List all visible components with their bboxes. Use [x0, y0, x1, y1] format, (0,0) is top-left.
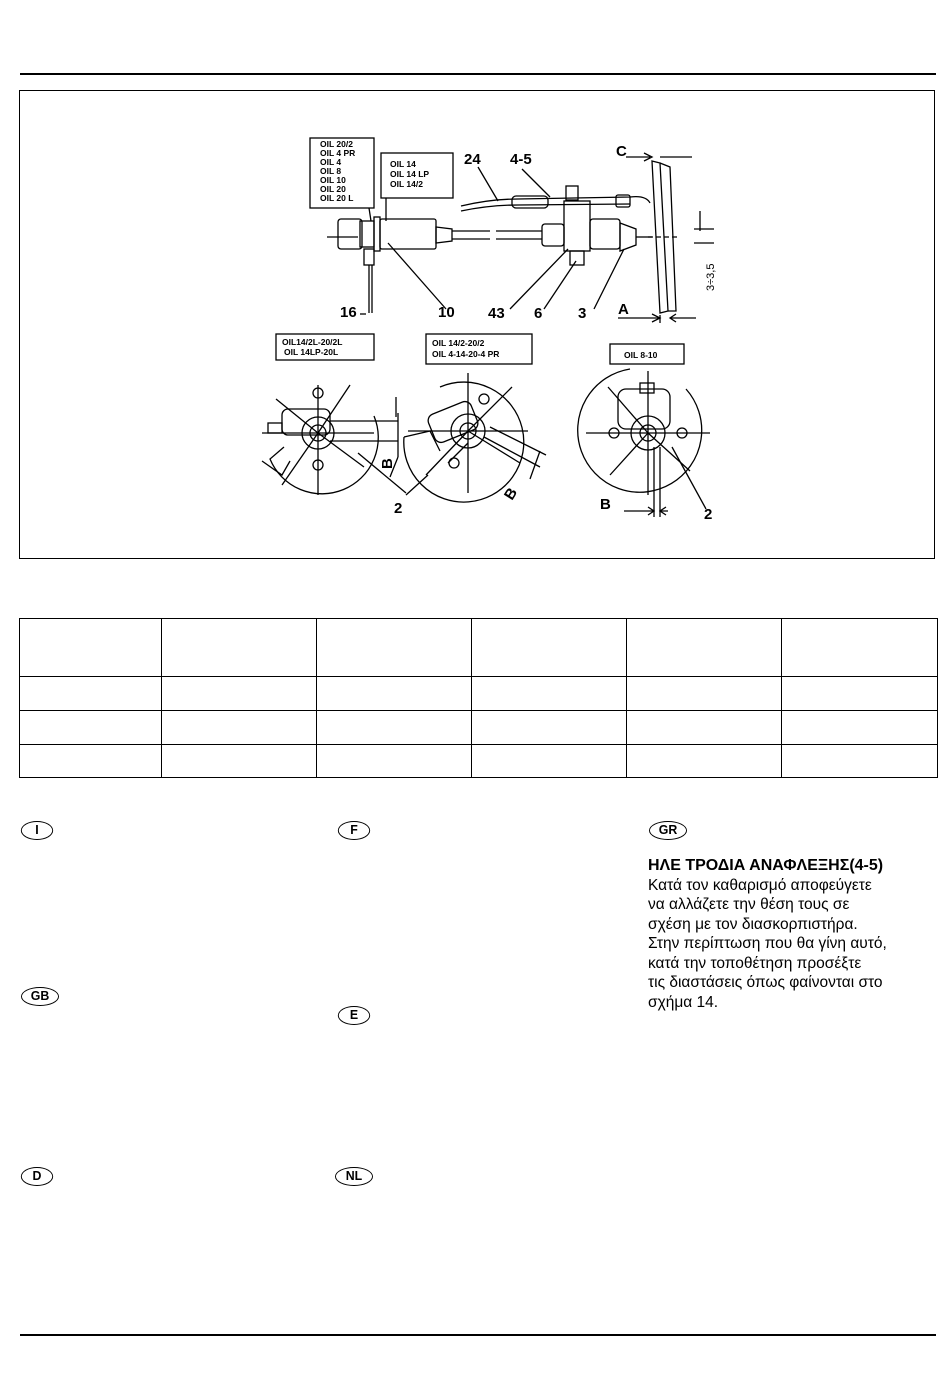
table-row	[19, 744, 938, 778]
label-a-line: OIL 4 PR	[320, 148, 355, 158]
language-badge-gr: GR	[649, 821, 687, 840]
table-row	[19, 618, 938, 677]
table-cell	[626, 676, 782, 711]
table-cell	[471, 744, 627, 778]
callout-6: 6	[534, 305, 542, 322]
table-cell	[19, 710, 162, 745]
disc-left-label: OIL14/2L-20/2L	[282, 337, 342, 347]
label-a-line: OIL 20 L	[320, 193, 353, 203]
label-a-line: OIL 20/2	[320, 139, 353, 149]
dimension-3-3-5: 3÷3,5	[705, 264, 717, 291]
greek-text-line: τις διαστάσεις όπως φαίνονται στο	[648, 974, 883, 991]
label-b-line: OIL 14/2	[390, 179, 423, 189]
label-a-line: OIL 8	[320, 166, 341, 176]
table-cell	[161, 710, 317, 745]
table-cell	[316, 744, 472, 778]
label-b-line: OIL 14	[390, 159, 416, 169]
table-cell	[781, 676, 938, 711]
language-badge-gb: GB	[21, 987, 59, 1006]
table-cell	[161, 676, 317, 711]
language-badge-es: E	[337, 1006, 371, 1025]
greek-text-line: Στην περίπτωση που θα γίνη αυτό,	[648, 935, 887, 952]
table-cell	[626, 744, 782, 778]
table-cell	[316, 710, 472, 745]
table-cell	[781, 744, 938, 778]
greek-text-line: Κατά τον καθαρισμό αποφεύγετε	[648, 876, 872, 894]
disc-right-drawing	[577, 343, 710, 517]
table-cell	[626, 710, 782, 745]
table-cell	[19, 676, 162, 711]
label-a-line: OIL 20	[320, 184, 346, 194]
table-cell	[626, 618, 782, 677]
greek-body: Κατά τον καθαρισμό αποφεύγετε να αλλάζετε…	[648, 876, 940, 1013]
table-cell	[316, 618, 472, 677]
callout-10: 10	[438, 304, 455, 321]
disc-middle-drawing	[403, 333, 547, 503]
greek-text-line: σχέση με τον διασκορπιστήρα.	[648, 915, 858, 933]
disc-left-label: OIL 14LP-20L	[284, 347, 338, 357]
callout-24: 24	[464, 151, 481, 168]
callout-16: 16	[340, 304, 357, 321]
table-cell	[19, 618, 162, 677]
dimension-b-left: B	[379, 458, 396, 469]
table-cell	[781, 618, 938, 677]
language-badge-nl: NL	[335, 1167, 373, 1186]
disc-middle-label: OIL 14/2-20/2	[432, 338, 485, 348]
dimension-a: A	[618, 301, 629, 318]
language-badge-fr: F	[337, 821, 371, 840]
callout-4-5: 4-5	[510, 151, 532, 168]
label-box-a	[309, 137, 375, 209]
language-badge-de: D	[20, 1167, 54, 1186]
dimension-b-middle: B	[501, 485, 521, 503]
callout-3: 3	[578, 305, 586, 322]
table-cell	[19, 744, 162, 778]
disc-left-drawing	[261, 333, 407, 495]
nozzle-assembly-drawing	[309, 137, 714, 323]
callout-43: 43	[488, 305, 505, 322]
callout-2-right: 2	[704, 506, 712, 523]
dimension-c: C	[616, 143, 627, 160]
figure-frame: OIL 20/2 OIL 4 PR OIL 4 OIL 8 OIL 10 OIL…	[19, 90, 935, 559]
table-cell	[161, 744, 317, 778]
greek-text-line: να αλλάζετε την θέση τους σε	[648, 896, 850, 913]
table-cell	[316, 676, 472, 711]
label-a-line: OIL 10	[320, 175, 346, 185]
disc-middle-label: OIL 4-14-20-4 PR	[432, 349, 499, 359]
label-box-b-texts: OIL 14 OIL 14 LP OIL 14/2	[390, 159, 429, 189]
table-cell	[471, 676, 627, 711]
disc-right-label: OIL 8-10	[624, 350, 658, 360]
greek-instructions: ΗΛΕ ΤΡΟΔΙΑ ΑΝΑΦΛΕΞΗΣ(4-5) Κατά τον καθαρ…	[648, 856, 940, 1012]
greek-text-line: σχήμα 14.	[648, 993, 719, 1011]
table-row	[19, 676, 938, 711]
bottom-rule	[20, 1334, 936, 1336]
label-box-b	[380, 152, 454, 199]
callout-2-left: 2	[394, 500, 402, 517]
table-cell	[471, 710, 627, 745]
top-rule	[20, 73, 936, 75]
table-cell	[781, 710, 938, 745]
table-row	[19, 710, 938, 745]
language-badge-it: I	[20, 821, 54, 840]
label-b-line: OIL 14 LP	[390, 169, 429, 179]
electrode-dimension-table	[19, 618, 938, 778]
greek-heading: ΗΛΕ ΤΡΟΔΙΑ ΑΝΑΦΛΕΞΗΣ(4-5)	[648, 857, 884, 874]
label-box-a-texts: OIL 20/2 OIL 4 PR OIL 4 OIL 8 OIL 10 OIL…	[320, 139, 355, 203]
burner-electrode-diagram: OIL 20/2 OIL 4 PR OIL 4 OIL 8 OIL 10 OIL…	[261, 137, 717, 523]
table-cell	[161, 618, 317, 677]
label-a-line: OIL 4	[320, 157, 341, 167]
greek-text-line: κατά την τοποθέτηση προσέξτε	[648, 954, 862, 972]
dimension-b-right: B	[600, 496, 611, 513]
table-cell	[471, 618, 627, 677]
